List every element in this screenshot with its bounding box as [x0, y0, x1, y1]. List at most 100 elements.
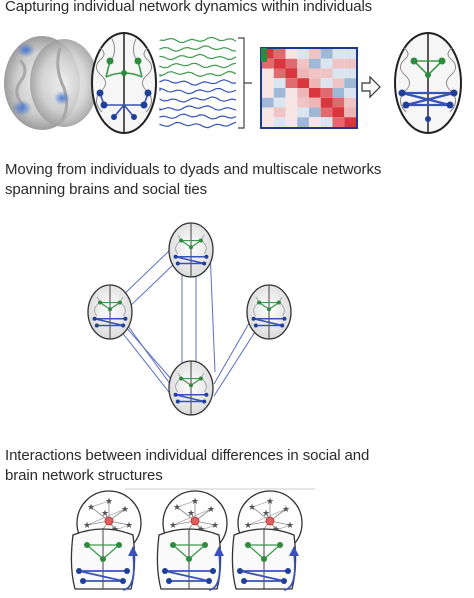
time-series-line: [159, 87, 237, 95]
time-series-line: [159, 62, 237, 69]
matrix-cell: [320, 58, 333, 69]
matrix-cell: [285, 107, 298, 118]
svg-text:★: ★: [173, 503, 181, 513]
panel-1-caption: Capturing individual network dynamics wi…: [5, 0, 372, 17]
panel-3-caption-line-1: Interactions between individual differen…: [5, 447, 370, 464]
matrix-cell: [320, 107, 333, 118]
matrix-cell: [332, 58, 345, 69]
matrix-cell: [320, 117, 333, 127]
matrix-cell: [262, 88, 274, 98]
matrix-cell: [273, 117, 286, 127]
brain-network-icon: [168, 222, 214, 278]
time-series-line: [159, 105, 237, 111]
matrix-cell: [320, 88, 333, 98]
time-series-icon: [159, 36, 252, 129]
matrix-cell: [344, 117, 356, 127]
matrix-cell: [297, 68, 309, 79]
matrix-cell: [262, 49, 274, 59]
svg-text:★: ★: [187, 509, 195, 519]
brain-network-icon: [246, 284, 292, 340]
svg-text:★: ★: [244, 521, 252, 531]
matrix-cell: [309, 78, 321, 88]
matrix-cell: [309, 117, 321, 127]
svg-text:★: ★: [248, 503, 256, 513]
matrix-cell: [297, 49, 309, 59]
social-brain-panel: ★★★★★★★★★: [156, 490, 228, 591]
svg-text:★: ★: [87, 503, 95, 513]
matrix-cell: [262, 107, 274, 118]
correlation-matrix-icon: [260, 47, 358, 129]
matrix-cell: [285, 78, 298, 88]
matrix-cell: [285, 49, 298, 59]
link-arrow: [283, 551, 296, 591]
matrix-cell: [344, 88, 356, 98]
matrix-cell: [332, 78, 345, 88]
svg-text:★: ★: [105, 497, 113, 507]
svg-text:★: ★: [83, 521, 91, 531]
matrix-cell: [273, 78, 286, 88]
matrix-cell: [262, 58, 274, 69]
panel-2-caption-line-2: spanning brains and social ties: [5, 181, 208, 198]
matrix-cell: [273, 88, 286, 98]
matrix-cell: [320, 68, 333, 79]
svg-text:★: ★: [125, 521, 133, 531]
brain-network-icon: [231, 528, 297, 590]
social-brain-panel: ★★★★★★★★★: [70, 490, 142, 591]
brain-network-icon: [168, 360, 214, 416]
matrix-cell: [273, 49, 286, 59]
panel-2-caption: Moving from individuals to dyads and mul…: [5, 160, 381, 200]
matrix-cell: [332, 68, 345, 79]
matrix-cell: [262, 68, 274, 79]
arrow-head-icon: [289, 546, 299, 556]
matrix-cell: [262, 97, 274, 108]
matrix-cell: [285, 117, 298, 127]
link-arrow: [122, 551, 135, 591]
svg-text:★: ★: [286, 521, 294, 531]
matrix-cell: [285, 68, 298, 79]
svg-text:★: ★: [266, 497, 274, 507]
matrix-cell: [344, 58, 356, 69]
matrix-cell: [309, 97, 321, 108]
arrow-head-icon: [214, 546, 224, 556]
brain-network-icon: [394, 32, 462, 134]
matrix-cell: [332, 88, 345, 98]
matrix-cell: [273, 107, 286, 118]
time-series-line: [159, 113, 237, 120]
matrix-cell: [273, 58, 286, 69]
hollow-arrow-right-icon: [361, 75, 381, 99]
svg-text:★: ★: [211, 521, 219, 531]
matrix-cell: [297, 78, 309, 88]
matrix-cell: [297, 88, 309, 98]
matrix-cell: [344, 78, 356, 88]
matrix-cell: [320, 49, 333, 59]
matrix-cell: [297, 117, 309, 127]
link-arrow: [208, 551, 221, 591]
time-series-line: [159, 121, 237, 129]
time-series-line: [159, 53, 237, 61]
matrix-cell: [285, 97, 298, 108]
svg-text:★: ★: [101, 509, 109, 519]
svg-text:★: ★: [282, 505, 290, 515]
matrix-cell: [320, 78, 333, 88]
matrix-cell: [262, 78, 274, 88]
matrix-cell: [285, 58, 298, 69]
matrix-cell: [297, 107, 309, 118]
matrix-cell: [262, 117, 274, 127]
matrix-cell: [309, 107, 321, 118]
matrix-cell: [309, 49, 321, 59]
matrix-cell: [344, 97, 356, 108]
matrix-cell: [297, 58, 309, 69]
matrix-cell: [344, 107, 356, 118]
panel-1-caption-line-1: Capturing individual network dynamics wi…: [5, 0, 373, 15]
panel-3-caption-line-2: brain network structures: [5, 467, 163, 484]
matrix-cell: [273, 68, 286, 79]
matrix-cell: [309, 68, 321, 79]
time-series-line: [159, 45, 237, 52]
time-series-line: [159, 79, 237, 86]
matrix-cell: [297, 97, 309, 108]
matrix-cell: [332, 117, 345, 127]
matrix-cell: [309, 88, 321, 98]
svg-text:★: ★: [262, 509, 270, 519]
matrix-cell: [332, 97, 345, 108]
